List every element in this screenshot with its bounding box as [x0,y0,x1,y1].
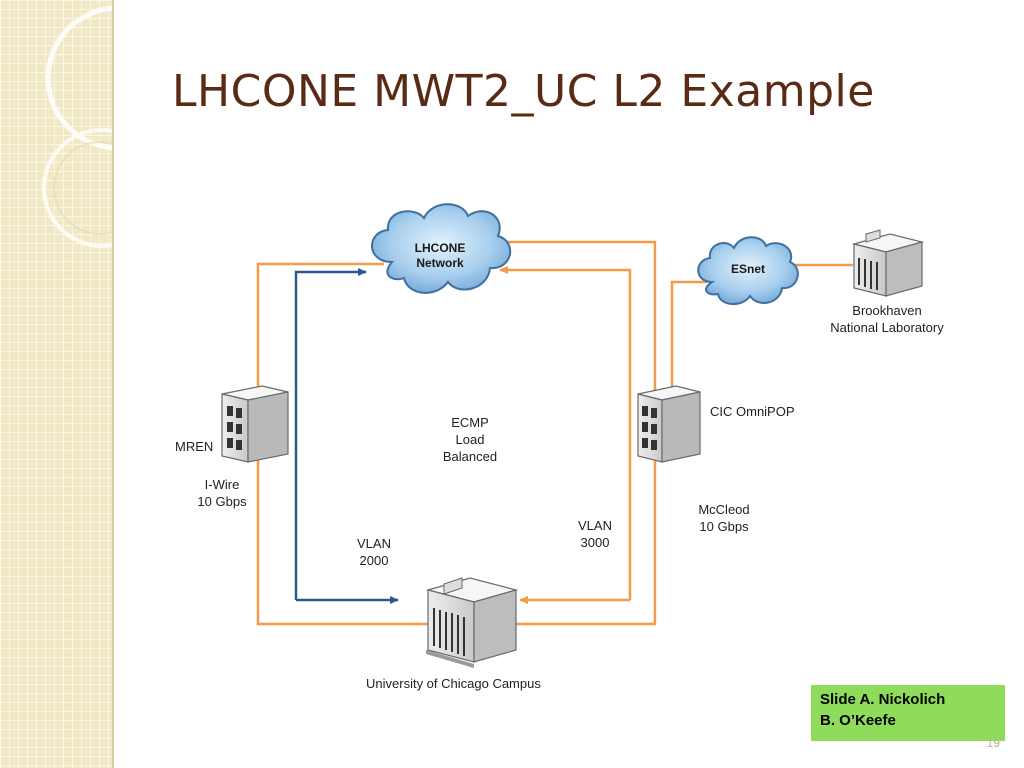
ecmp-label: ECMP Load Balanced [430,414,510,465]
vlan3000-label: VLAN 3000 [565,517,625,551]
mren-label: MREN [175,439,214,454]
lhcone-cloud-icon [371,203,512,294]
vlan2000-path [294,268,399,604]
credit-line2: B. O’Keefe [820,712,896,729]
esnet-cloud-icon [697,236,799,305]
link-mren-lhcone [256,262,384,400]
credit-line1: Slide A. Nickolich [820,691,946,708]
mccleod-label: McCleod 10 Gbps [686,501,762,535]
vlan3000-path [499,266,632,604]
esnet-cloud-label: ESnet [730,262,765,276]
decorative-sidebar [0,0,112,768]
iwire-label-line2: 10 Gbps [197,494,247,509]
ecmp-label-line3: Balanced [442,449,498,464]
mccleod-label-line2: 10 Gbps [699,519,749,534]
link-cic-esnet [670,280,707,400]
mren-building-icon [221,385,289,463]
brookhaven-label-line1: Brookhaven [852,303,922,318]
lhcone-label-line2: Network [416,256,464,270]
vlan2000-label-line1: VLAN [357,536,391,551]
uchicago-label: University of Chicago Campus [366,676,541,691]
slide-title: LHCONE MWT2_UC L2 Example [172,66,875,117]
lhcone-label-line1: LHCONE [414,241,466,255]
iwire-label: I-Wire 10 Gbps [184,476,260,510]
page-number: 19 [986,736,1000,750]
sidebar-border [112,0,114,768]
brookhaven-label: Brookhaven National Laboratory [812,302,962,336]
vlan2000-label-line2: 2000 [359,553,389,568]
uchicago-building-icon [425,577,519,668]
lhcone-cloud-label: LHCONE Network [400,241,480,271]
vlan2000-label: VLAN 2000 [344,535,404,569]
ecmp-label-line1: ECMP [451,415,489,430]
brookhaven-building-icon [851,229,925,297]
credit-box: Slide A. Nickolich B. O’Keefe [811,685,1005,741]
link-uchicago-cic [514,460,657,626]
cic-omnipop-label: CIC OmniPOP [710,404,795,419]
vlan3000-label-line2: 3000 [580,535,610,550]
iwire-label-line1: I-Wire [204,477,240,492]
mccleod-label-line1: McCleod [698,502,750,517]
ecmp-label-line2: Load [455,432,485,447]
cic-omnipop-building-icon [637,385,701,463]
decorative-circles [42,5,112,248]
link-mren-uchicago [256,458,430,626]
vlan3000-label-line1: VLAN [578,518,612,533]
brookhaven-label-line2: National Laboratory [830,320,944,335]
link-lhcone-cic [494,240,657,400]
